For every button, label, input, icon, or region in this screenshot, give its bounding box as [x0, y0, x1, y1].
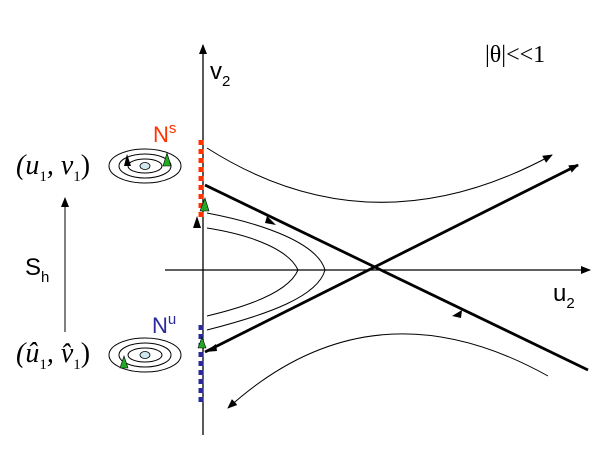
nu-label-text: N — [152, 313, 168, 338]
ns-label-sup: s — [168, 120, 177, 137]
v2-axis-label-sub: 2 — [222, 73, 231, 90]
upper-point-mid: , v — [46, 150, 74, 181]
trajectory-upper — [206, 147, 553, 203]
lower-point-text: (û — [16, 338, 40, 369]
lower-ellipse-outer — [108, 337, 182, 373]
upper-ellipse-group — [108, 148, 182, 184]
ns-label-text: N — [153, 122, 169, 147]
upper-point-text: (u — [16, 150, 40, 181]
u2-axis-label: u2 — [553, 280, 575, 312]
upper-ellipse-green-marker — [162, 151, 172, 167]
upper-point-sub2: 1 — [73, 169, 81, 185]
lower-point-mid: , v̂ — [46, 338, 74, 369]
lower-point-label: (û1, v̂1) — [16, 338, 91, 373]
lower-ellipse-group — [108, 337, 182, 373]
u2-axis-label-sub: 2 — [566, 295, 575, 312]
green-marker-lower — [197, 336, 207, 349]
v2-axis-label: v2 — [210, 58, 230, 90]
v2-axis-label-text: v — [210, 58, 222, 85]
upper-ellipse-outer — [108, 148, 182, 184]
sh-label: Sh — [25, 254, 49, 286]
lower-point-sub1: 1 — [39, 357, 47, 373]
lower-ellipse-green-marker — [119, 355, 129, 369]
upper-ellipse-center — [139, 162, 151, 170]
upper-point-label: (u1, v1) — [16, 150, 91, 185]
nu-label-sup: u — [167, 311, 177, 328]
green-marker-upper — [199, 197, 210, 212]
upper-ellipse-black-marker — [124, 154, 131, 166]
separatrix-outgoing — [204, 163, 579, 354]
trajectory-c-outer — [206, 212, 326, 331]
arrow-marker-left-end — [205, 344, 217, 352]
arrow-marker-lower — [452, 310, 462, 318]
condition-label: |θ|<<1 — [485, 42, 546, 68]
stable-manifold-label: Ns — [153, 121, 176, 147]
trajectory-c-inner — [206, 227, 299, 317]
unstable-manifold-label: Nu — [152, 312, 176, 338]
lower-ellipse-mid — [118, 342, 172, 368]
upper-point-sub1: 1 — [39, 169, 47, 185]
black-marker-upper — [193, 216, 201, 228]
separatrix-incoming — [204, 183, 589, 372]
arrow-marker-upper — [265, 216, 276, 225]
sh-label-text: S — [25, 254, 42, 281]
lower-ellipse-inner — [127, 347, 163, 363]
lower-ellipse-center — [139, 351, 151, 359]
sh-label-sub: h — [41, 269, 50, 286]
u2-axis-label-text: u — [553, 280, 567, 307]
lower-point-sub2: 1 — [73, 357, 81, 373]
trajectory-lower — [227, 333, 549, 409]
upper-point-close: ) — [80, 150, 91, 181]
lower-point-close: ) — [80, 338, 91, 369]
